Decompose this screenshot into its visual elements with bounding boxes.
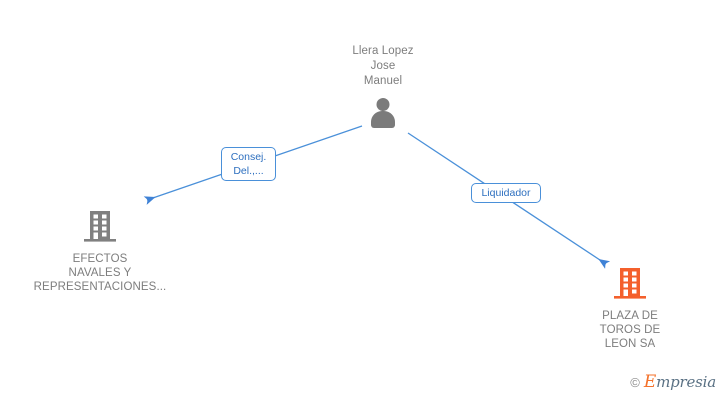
node-company-efectos-navales[interactable]: EFECTOS NAVALES Y REPRESENTACIONES... (20, 208, 180, 294)
person-icon-head (376, 98, 390, 111)
building-icon (614, 268, 646, 299)
brand-rest: mpresia (656, 373, 716, 391)
company-node-label: PLAZA DE TOROS DE LEON SA (599, 310, 661, 350)
watermark-empresia: © Empresia (630, 372, 716, 392)
building-icon (84, 211, 116, 242)
edge-label-liquidador[interactable]: Liquidador (471, 183, 541, 203)
brand-initial: E (643, 372, 657, 392)
company-node-label: EFECTOS NAVALES Y REPRESENTACIONES... (33, 253, 167, 293)
person-icon (369, 98, 397, 128)
person-node-label: Llera Lopez Jose Manuel (352, 45, 414, 87)
node-company-plaza-toros-leon[interactable]: PLAZA DE TOROS DE LEON SA (570, 265, 690, 351)
copyright-icon: © (630, 374, 640, 390)
brand-wordmark: Empresia (644, 372, 716, 392)
person-icon-body (371, 111, 395, 128)
edge-label-consejero[interactable]: Consej. Del.,... (221, 147, 276, 181)
node-person-llera-lopez[interactable]: Llera Lopez Jose Manuel (303, 44, 463, 128)
